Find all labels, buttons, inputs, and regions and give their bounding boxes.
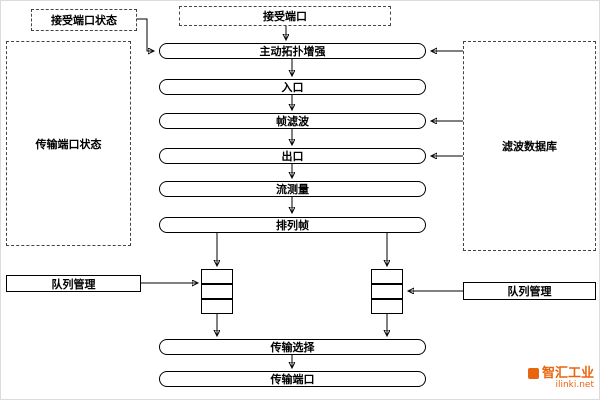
watermark-site: ilinki.net: [555, 379, 594, 390]
arrow-port-status-to-topology: [136, 18, 154, 51]
queue-cell: [371, 284, 403, 299]
frame-filtering-box: 帧滤波: [159, 113, 426, 129]
transmission-port-box: 传输端口: [159, 371, 426, 387]
queue-management-left-box: 队列管理: [6, 275, 141, 292]
queue-cell: [201, 269, 233, 284]
watermark: 智汇工业 ilinki.net: [527, 365, 594, 390]
receive-port-box: 接受端口: [179, 6, 391, 26]
ingress-box: 入口: [159, 79, 426, 95]
transmission-selection-box: 传输选择: [159, 339, 426, 355]
queue-cell: [371, 299, 403, 314]
filter-database-box: 滤波数据库: [463, 41, 596, 251]
transmit-port-status-box: 传输端口状态: [6, 41, 131, 246]
queue-management-right-box: 队列管理: [463, 282, 596, 300]
queue-cell: [371, 269, 403, 284]
queue-cell: [201, 284, 233, 299]
egress-box: 出口: [159, 148, 426, 164]
queue-cell: [201, 299, 233, 314]
flow-metering-box: 流测量: [159, 181, 426, 197]
watermark-logo-icon: [527, 368, 539, 380]
active-topology-enforcement-box: 主动拓扑增强: [159, 43, 426, 59]
queuing-frames-box: 排列帧: [159, 217, 426, 233]
receive-port-status-box: 接受端口状态: [31, 9, 137, 31]
watermark-brand: 智汇工业: [541, 365, 594, 381]
